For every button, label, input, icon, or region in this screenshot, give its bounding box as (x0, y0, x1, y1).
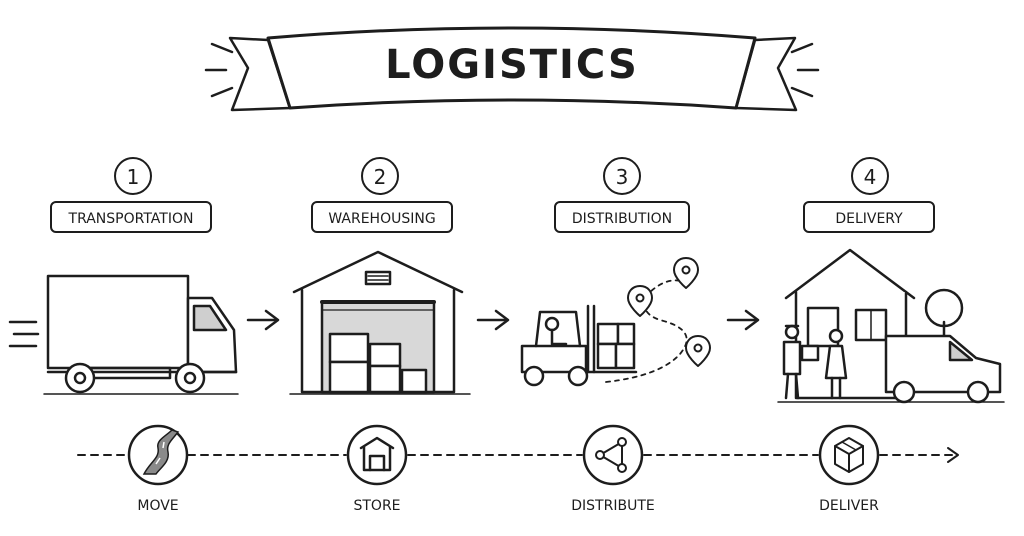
flow-arrow (726, 309, 760, 331)
page-title: LOGISTICS (385, 42, 639, 88)
warehouse-icon (359, 436, 395, 472)
map-pin-icon (673, 257, 699, 289)
package-icon (834, 437, 864, 473)
action-label: STORE (353, 498, 400, 514)
action-store: STORE (346, 424, 408, 514)
step-2: 2 WAREHOUSING (311, 157, 453, 233)
flow-arrow (246, 309, 280, 331)
truck-illustration (8, 274, 239, 395)
road-icon (142, 429, 180, 475)
title-banner: LOGISTICS (204, 26, 820, 112)
action-label: DISTRIBUTE (571, 498, 654, 514)
burst-lines-right (790, 42, 820, 98)
map-pin-icon (627, 285, 653, 317)
flow-arrow (476, 309, 510, 331)
step-number: 3 (616, 165, 629, 189)
step-1: 1 TRANSPORTATION (50, 157, 212, 233)
action-move: MOVE (127, 424, 189, 514)
action-label: MOVE (137, 498, 178, 514)
network-icon (595, 437, 627, 473)
delivery-illustration (777, 248, 1005, 404)
forklift-illustration (520, 279, 688, 387)
burst-lines-left (204, 42, 234, 98)
map-pin-icon (685, 335, 711, 367)
step-label: DELIVERY (835, 211, 903, 227)
step-number: 4 (864, 165, 877, 189)
step-label: DISTRIBUTION (572, 211, 672, 227)
action-deliver: DELIVER (818, 424, 880, 514)
action-distribute: DISTRIBUTE (571, 424, 655, 514)
step-label: WAREHOUSING (328, 211, 435, 227)
action-label: DELIVER (819, 498, 879, 514)
step-label: TRANSPORTATION (68, 211, 194, 227)
step-number: 2 (374, 165, 387, 189)
step-4: 4 DELIVERY (803, 157, 935, 233)
bottom-flow-line (77, 447, 959, 463)
step-number: 1 (127, 165, 140, 189)
warehouse-illustration (289, 250, 471, 395)
step-3: 3 DISTRIBUTION (554, 157, 690, 233)
